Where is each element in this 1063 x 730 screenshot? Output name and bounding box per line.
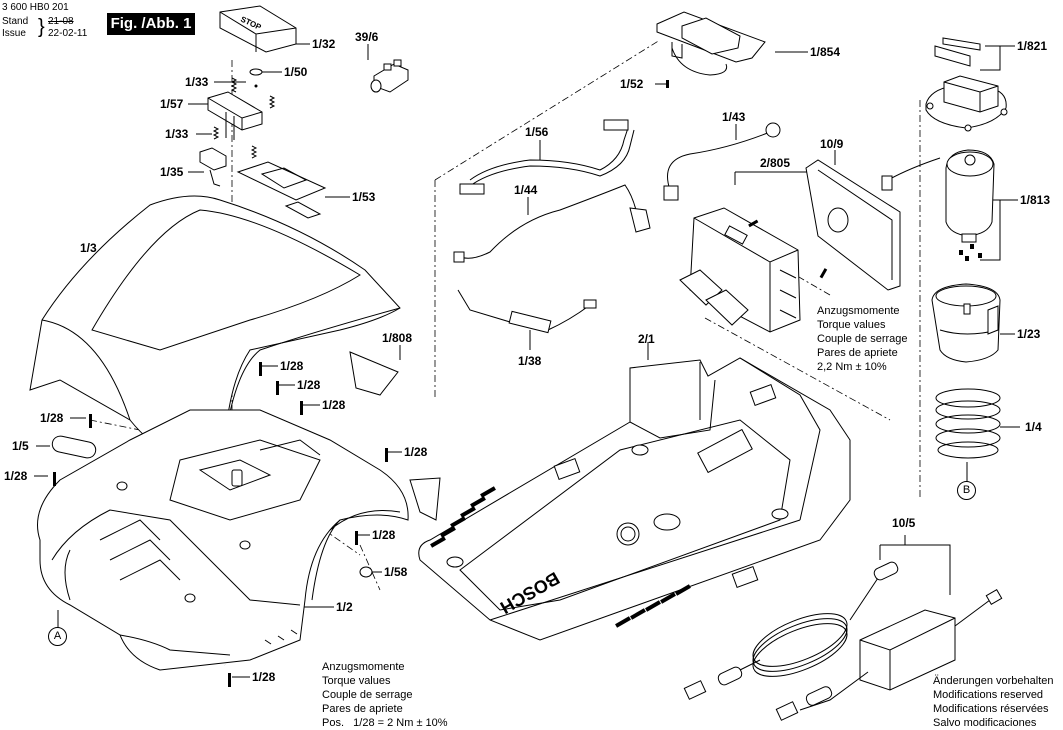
part-1-50-washer [249,68,263,76]
part-1-813-motor [945,149,995,243]
part-1-57-button-holder [207,91,263,140]
label-1-38: 1/38 [518,354,542,368]
part-1-23-motor-holder [931,283,1001,363]
label-1-808: 1/808 [382,331,413,345]
part-1-38-sensor-cable [457,289,597,334]
note-line: Modifications réservées [933,703,1049,715]
label-1-28-a: 1/28 [280,359,304,373]
part-1-821-labels [934,37,981,67]
part-10-9-bracket [805,159,901,291]
issue-date: 22-02-11 [48,28,88,39]
label-1-58: 1/58 [384,565,408,579]
label-1-3: 1/3 [80,241,97,255]
label-1-35: 1/35 [160,165,184,179]
old-date: 21-08 [48,16,74,27]
note-line: Pares de apriete [322,703,403,715]
label-2-805: 2/805 [760,156,791,170]
note-line: Couple de serrage [322,689,413,701]
note-line: Torque values [817,319,886,331]
part-1-58-plug [359,566,373,578]
brace-icon: } [38,16,45,38]
label-10-5: 10/5 [892,516,916,530]
note-line: Salvo modificaciones [933,717,1037,729]
springs-1-33 [212,77,276,159]
note-line: Anzugsmomente [817,305,900,317]
label-1-4: 1/4 [1025,420,1042,434]
label-2-1: 2/1 [638,332,655,346]
reference-marker-b: B [957,481,976,500]
part-1-35-switch [199,147,227,187]
label-1-821: 1/821 [1017,39,1048,53]
label-1-32: 1/32 [312,37,336,51]
issue-label: Issue [2,28,26,39]
label-1-813: 1/813 [1020,193,1051,207]
screws-1-28 [53,80,982,687]
part-1-32-stop-cap: STOP [219,5,297,53]
label-1-53: 1/53 [352,190,376,204]
part-1-854-board [656,11,766,76]
label-10-9: 10/9 [820,137,844,151]
part-1-2-main-housing [37,409,409,671]
label-1-5: 1/5 [12,439,29,453]
note-line: Torque values [322,675,391,687]
label-1-28-h: 1/28 [252,670,276,684]
part-1-4-spring [935,388,1001,459]
part-2-805-charging-module [679,207,801,333]
note-line: Modifications reserved [933,689,1044,701]
label-1-28-f: 1/28 [404,445,428,459]
label-1-57: 1/57 [160,97,184,111]
label-1-28-e: 1/28 [4,469,28,483]
part-2-1-docking-base: BOSCH [418,357,851,641]
motor-cable [887,157,941,181]
label-1-23: 1/23 [1017,327,1041,341]
reference-marker-a: A [48,627,67,646]
part-1-5-cap [51,435,97,459]
part-1-53-display-foil [236,161,327,219]
label-1-854: 1/854 [810,45,841,59]
part-1-808-window-inserts [349,351,441,521]
label-1-52: 1/52 [620,77,644,91]
motor-cover [925,75,1008,132]
note-line: Pos. 1/28 = 2 Nm ± 10% [322,717,448,729]
part-10-5-power-supply [683,561,1003,721]
label-1-2: 1/2 [336,600,353,614]
part-39-6-connector [370,59,409,93]
label-39-6: 39/6 [355,30,379,44]
label-1-44: 1/44 [514,183,538,197]
part-1-43-cable [663,122,781,201]
part-1-56-ribbon-cable [459,119,635,195]
label-1-50: 1/50 [284,65,308,79]
stand-label: Stand [2,16,29,27]
note-line: Pares de apriete [817,347,898,359]
leader-lines [34,43,1020,678]
label-1-43: 1/43 [722,110,746,124]
label-1-33-top: 1/33 [185,75,209,89]
document-number: 3 600 HB0 201 [2,2,69,13]
label-1-28-g: 1/28 [372,528,396,542]
label-1-28-d: 1/28 [40,411,64,425]
label-1-33-bottom: 1/33 [165,127,189,141]
note-line: Couple de serrage [817,333,908,345]
note-line: 2,2 Nm ± 10% [817,361,887,373]
label-1-28-c: 1/28 [322,398,346,412]
label-1-56: 1/56 [525,125,549,139]
note-line: Anzugsmomente [322,661,405,673]
note-line: Änderungen vorbehalten [933,675,1054,687]
part-1-44-cable [453,184,651,263]
label-1-28-b: 1/28 [297,378,321,392]
figure-label: Fig. /Abb. 1 [107,13,195,35]
